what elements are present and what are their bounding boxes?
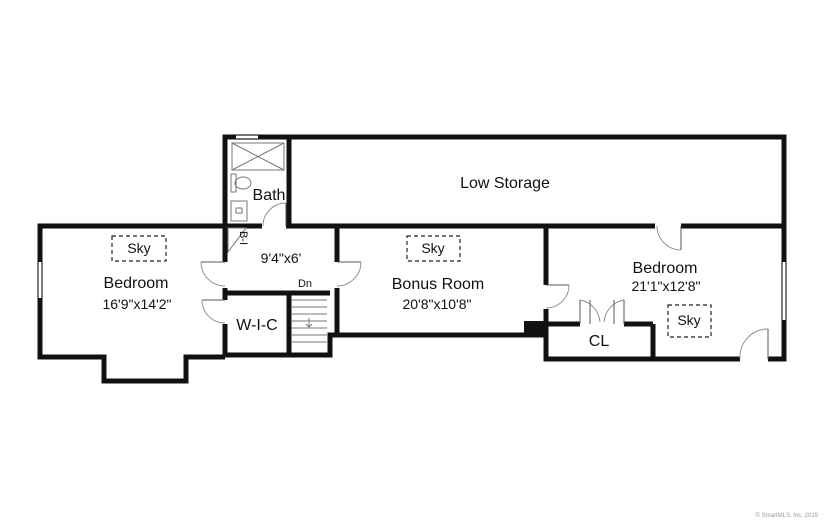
window-left xyxy=(37,262,43,298)
shower xyxy=(231,142,285,171)
exterior-wall-left-wing xyxy=(37,223,225,384)
bonus-room-label: Bonus Room xyxy=(392,276,485,293)
built-in-triangle xyxy=(227,227,247,254)
bath-label: Bath xyxy=(253,187,286,204)
copyright: © SmartMLS, Inc. 2019 xyxy=(756,512,819,519)
low-storage-label: Low Storage xyxy=(460,175,550,192)
sky-label-bonus: Sky xyxy=(421,240,444,256)
closet-label: CL xyxy=(589,333,610,350)
skylight-bedroom-left xyxy=(111,235,167,262)
sink xyxy=(230,200,248,222)
bedroom-right-label: Bedroom xyxy=(633,260,698,277)
stairs-down-label: Dn xyxy=(298,278,312,290)
window-right xyxy=(781,262,787,320)
wall-post xyxy=(524,321,546,335)
skylight-bedroom-right xyxy=(667,304,712,338)
bedroom-right-dims: 21'1"x12'8" xyxy=(631,278,700,294)
stairs xyxy=(292,299,327,343)
skylight-bonus-room xyxy=(406,235,461,262)
bedroom-left-label: Bedroom xyxy=(104,275,169,292)
wic-label: W-I-C xyxy=(236,317,277,334)
closet-doors xyxy=(579,300,625,324)
hall-dims: 9'4"x6' xyxy=(261,250,302,266)
sky-label-left: Sky xyxy=(127,240,150,256)
sky-label-right: Sky xyxy=(677,312,700,328)
bonus-room-dims: 20'8"x10'8" xyxy=(402,296,471,312)
bedroom-left-dims: 16'9"x14'2" xyxy=(102,296,171,312)
window-top xyxy=(236,134,258,140)
built-in-label: B-I xyxy=(237,231,249,245)
toilet xyxy=(230,173,252,193)
